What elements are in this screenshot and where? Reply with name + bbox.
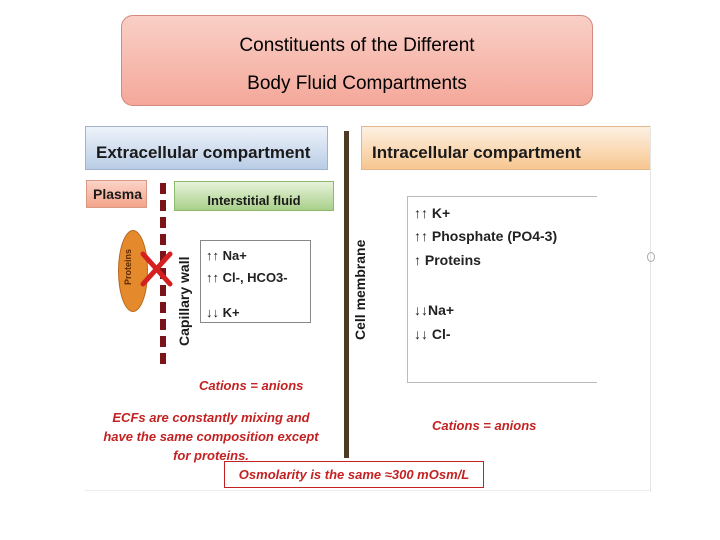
- plasma-label: Plasma: [86, 180, 147, 208]
- interstitial-fluid-label: Interstitial fluid: [174, 181, 334, 211]
- icf-ion-phosphate: ↑↑ Phosphate (PO4-3): [414, 228, 557, 244]
- title-line-2: Body Fluid Compartments: [122, 65, 592, 103]
- intracellular-ions-box: ↑↑ K+ ↑↑ Phosphate (PO4-3) ↑ Proteins ↓↓…: [407, 196, 597, 383]
- blocked-x-icon: [139, 250, 175, 288]
- ecf-cations-note: Cations = anions: [199, 378, 303, 393]
- ecf-note-line-1: ECFs are constantly mixing and: [95, 408, 327, 427]
- diagram-title: Constituents of the Different Body Fluid…: [121, 15, 593, 106]
- cell-membrane-line: [344, 131, 349, 458]
- capillary-wall-label: Capillary wall: [176, 257, 192, 346]
- ecf-ion-potassium: ↓↓ K+: [206, 305, 240, 320]
- icf-ion-chloride: ↓↓ Cl-: [414, 326, 451, 342]
- icf-ion-sodium: ↓↓Na+: [414, 302, 454, 318]
- extracellular-heading: Extracellular compartment: [85, 126, 328, 170]
- ecf-mixing-note: ECFs are constantly mixing and have the …: [95, 408, 327, 465]
- icf-ion-potassium: ↑↑ K+: [414, 205, 450, 221]
- extracellular-ions-box: ↑↑ Na+ ↑↑ Cl-, HCO3- ↓↓ K+: [200, 240, 311, 323]
- ecf-note-line-2: have the same composition except: [95, 427, 327, 446]
- frame-bottom-edge: [85, 490, 651, 491]
- osmolarity-note: Osmolarity is the same ≈300 mOsm/L: [224, 461, 484, 488]
- ecf-ion-chloride-bicarbonate: ↑↑ Cl-, HCO3-: [206, 270, 288, 285]
- frame-right-edge: [650, 126, 651, 492]
- icf-cations-note: Cations = anions: [432, 418, 536, 433]
- intracellular-heading: Intracellular compartment: [361, 126, 650, 170]
- icf-ion-proteins: ↑ Proteins: [414, 252, 481, 268]
- ecf-ion-sodium: ↑↑ Na+: [206, 248, 247, 263]
- edge-circle-mark: [647, 252, 655, 262]
- title-line-1: Constituents of the Different: [122, 27, 592, 65]
- proteins-label: Proteins: [123, 249, 133, 285]
- cell-membrane-label: Cell membrane: [352, 240, 368, 340]
